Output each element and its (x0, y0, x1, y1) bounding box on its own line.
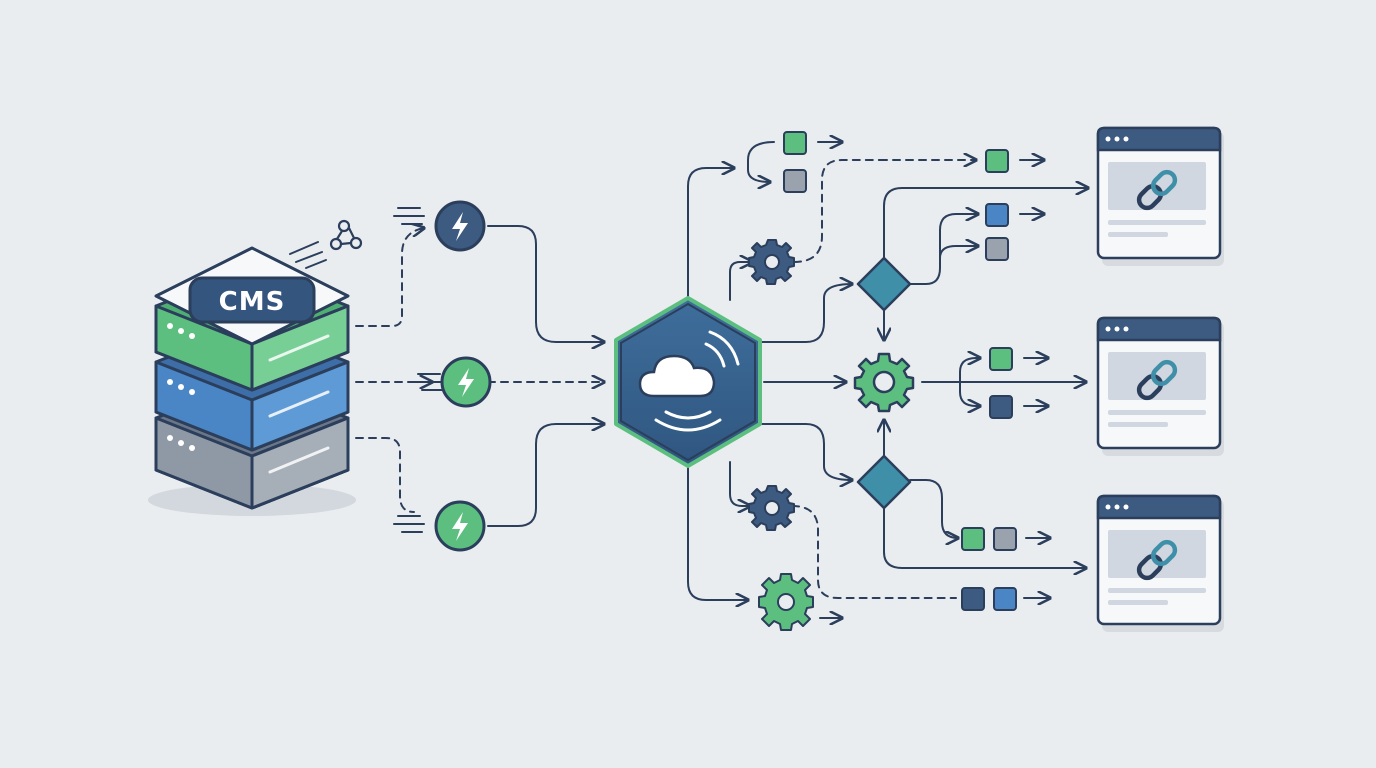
packet-square (961, 587, 985, 611)
connector-gear-packet-mid-a (959, 358, 980, 383)
packet-square (985, 237, 1009, 261)
webhook-icon (329, 219, 363, 251)
connector-hub-diamond-lower (759, 423, 852, 480)
packet-square (989, 395, 1013, 419)
connector-diamond-packets-lower (909, 479, 958, 538)
packet-square (993, 587, 1017, 611)
lightning-bolt-icon (458, 368, 474, 397)
packet-square (985, 203, 1009, 227)
connector-cms-event-top (355, 228, 424, 327)
chain-link-icon (1136, 539, 1178, 581)
packet-square (783, 131, 807, 155)
connector-diamond-browser-bottom (883, 505, 1086, 568)
connector-top-packets (747, 141, 775, 182)
lightning-bolt-icon (452, 212, 468, 241)
connector-diamond-packets-upper (909, 213, 957, 285)
browser-window-bottom (1096, 494, 1224, 632)
gear-icon (748, 239, 795, 285)
cloud-icon (638, 354, 716, 398)
packet-square (993, 527, 1017, 551)
event-node-top (434, 200, 486, 252)
gear-icon (748, 485, 795, 531)
browser-window-top (1096, 126, 1224, 266)
signal-waves-icon (654, 330, 740, 432)
event-node-middle (440, 356, 492, 408)
connector-hub-top-branch (687, 168, 734, 301)
connector-hub-gear-bottom (687, 463, 748, 600)
cms-server-stack (148, 246, 356, 516)
connector-gear-packet-mid-b (959, 381, 980, 406)
lightning-bolt-icon (452, 512, 468, 541)
connector-hub-gear-lower (729, 461, 750, 506)
event-node-bottom (434, 500, 486, 552)
motion-line (295, 251, 323, 263)
connector-diamond-browser-top (883, 188, 1088, 259)
cms-label: CMS (219, 287, 286, 317)
motion-line (305, 259, 327, 269)
gear-icon-central (853, 352, 915, 413)
connector-cms-event-bottom (355, 437, 415, 513)
connector-event-hub-top (487, 225, 604, 342)
gear-icon (758, 573, 814, 631)
motion-line (289, 241, 319, 255)
cms-badge (188, 276, 316, 324)
diamond-decision-lower (856, 454, 912, 510)
packet-square (961, 527, 985, 551)
chain-link-icon (1136, 359, 1178, 401)
connector-hub-gear-top (729, 262, 752, 301)
connector-packet-upper-b (939, 246, 978, 259)
connector-gear-lower-dashed (791, 505, 957, 599)
connector-gear-top-dashed (793, 159, 881, 263)
packet-square (783, 169, 807, 193)
connector-event-hub-bottom (487, 424, 604, 527)
connector-hub-diamond-upper (759, 284, 852, 343)
cloud-broadcast-hub (614, 296, 762, 468)
diamond-decision-upper (856, 256, 912, 312)
packet-square (989, 347, 1013, 371)
browser-window-middle (1096, 316, 1224, 456)
packet-square (985, 149, 1009, 173)
chain-link-icon (1136, 169, 1178, 211)
